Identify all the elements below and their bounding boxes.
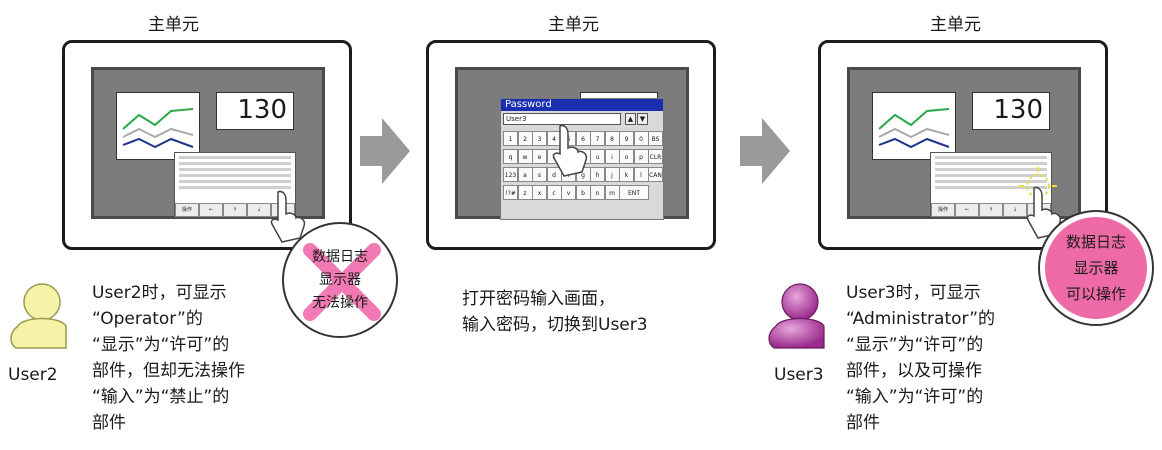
keypad-key[interactable]: x — [532, 185, 547, 200]
hand-pointer-icon — [270, 190, 306, 243]
keypad-key[interactable]: d — [546, 167, 562, 182]
panel1-title: 主单元 — [148, 15, 199, 35]
keypad-key[interactable]: m — [604, 185, 620, 200]
logger-button[interactable]: ↓ — [1003, 203, 1027, 217]
keypad-key[interactable]: 123 ABC — [503, 167, 518, 194]
keypad-key[interactable]: l — [633, 167, 649, 182]
keypad-key[interactable]: 2 — [517, 131, 533, 146]
panel2-caption: 打开密码输入画面， 输入密码，切换到User3 — [462, 289, 648, 335]
operation-badge-enabled: 数据日志 显示器 可以操作 — [1040, 212, 1152, 324]
panel1-device: 130 操作 ← ↑ ↓ → — [62, 40, 352, 250]
keypad-key[interactable]: o — [619, 149, 634, 164]
keypad-key[interactable]: w — [517, 149, 533, 164]
keypad-key[interactable]: s — [532, 167, 547, 182]
logger-button-row: 操作 ← ↑ ↓ → — [931, 203, 1051, 217]
trend-chart — [872, 92, 956, 160]
panel1-screen: 130 操作 ← ↑ ↓ → — [91, 67, 325, 219]
user3-label: User3 — [774, 365, 824, 385]
panel3-title: 主单元 — [930, 15, 981, 35]
user-icon — [10, 283, 67, 349]
password-title: Password — [501, 99, 663, 111]
keypad-key[interactable]: 3 — [532, 131, 547, 146]
trend-line-green — [878, 108, 950, 130]
badge-line: 数据日志 — [312, 249, 368, 265]
keypad-key[interactable]: z — [517, 185, 533, 200]
keypad-key[interactable]: j — [604, 167, 620, 182]
data-logger-display: 操作 ← ↑ ↓ → — [174, 152, 296, 218]
keypad-key[interactable]: 8 — [604, 131, 620, 146]
keypad-key[interactable]: b — [575, 185, 591, 200]
trend-chart — [116, 92, 200, 160]
keypad-key[interactable]: 0 — [633, 131, 649, 146]
arrow-right-icon — [740, 118, 790, 184]
logger-button[interactable]: ← — [955, 203, 979, 217]
logger-button[interactable]: ↑ — [223, 203, 247, 217]
keypad-key[interactable]: k — [619, 167, 634, 182]
panel2-title: 主单元 — [548, 15, 599, 35]
trend-line-blue — [878, 137, 950, 149]
badge-line: 数据日志 — [1065, 233, 1126, 251]
badge-line: 显示器 — [1073, 259, 1119, 277]
data-logger-display: 操作 ← ↑ ↓ → — [930, 152, 1052, 218]
badge-line: 可以操作 — [1065, 285, 1126, 303]
scroll-up-button[interactable]: ▲ — [625, 113, 636, 125]
badge-line: 无法操作 — [312, 295, 368, 311]
keypad-key[interactable]: i — [604, 149, 620, 164]
scroll-down-button[interactable]: ▼ — [637, 113, 648, 125]
keypad-key[interactable]: 1 — [503, 131, 518, 146]
user2-label: User2 — [8, 365, 58, 385]
logger-button[interactable]: ← — [199, 203, 223, 217]
keypad-key[interactable]: c — [546, 185, 562, 200]
keypad-key[interactable]: BS — [648, 131, 663, 146]
trend-line-gray — [878, 127, 950, 139]
keypad-key[interactable]: p — [633, 149, 649, 164]
keypad-key[interactable]: CAN — [648, 167, 663, 182]
numeric-display: 130 — [972, 92, 1050, 130]
arrow-right-icon — [360, 118, 410, 184]
user-icon — [768, 283, 825, 349]
keypad-key[interactable]: !?# — [503, 185, 518, 200]
keypad-key[interactable]: v — [561, 185, 576, 200]
numeric-display: 130 — [216, 92, 294, 130]
logger-button[interactable]: ↑ — [979, 203, 1003, 217]
cross-icon — [303, 243, 381, 321]
keypad-key[interactable]: 4 — [546, 131, 562, 146]
panel3-caption: User3时，可显示 “Administrator”的 “显示”为“许可”的 部… — [846, 283, 996, 433]
password-field[interactable]: User3 — [503, 113, 621, 125]
trend-line-green — [122, 108, 194, 130]
keypad-key[interactable]: q — [503, 149, 518, 164]
logger-button[interactable]: 操作 — [931, 203, 955, 217]
keypad-key[interactable]: 9 — [619, 131, 634, 146]
trend-chart-lines — [122, 108, 194, 149]
trend-line-blue — [122, 137, 194, 149]
keypad-key[interactable]: 7 — [590, 131, 605, 146]
keypad-key[interactable]: a — [517, 167, 533, 182]
badge-line: 显示器 — [319, 272, 361, 288]
keypad-key[interactable]: CLR — [648, 149, 663, 164]
hand-pointer-icon — [1026, 186, 1062, 239]
hand-pointer-icon — [552, 124, 588, 177]
trend-line-gray — [122, 127, 194, 139]
keypad-key[interactable]: e — [532, 149, 547, 164]
keypad-key[interactable]: ENT — [619, 185, 649, 200]
logger-button[interactable]: 操作 — [175, 203, 199, 217]
trend-chart-lines — [878, 108, 950, 149]
logger-button[interactable]: ↓ — [247, 203, 271, 217]
operation-badge-disabled: 数据日志 显示器 无法操作 — [282, 222, 398, 338]
panel1-caption: User2时，可显示 “Operator”的 “显示”为“许可”的 部件，但却无… — [92, 283, 245, 433]
keypad-key[interactable]: n — [590, 185, 605, 200]
panel3-device: 130 操作 ← ↑ ↓ → — [818, 40, 1108, 250]
